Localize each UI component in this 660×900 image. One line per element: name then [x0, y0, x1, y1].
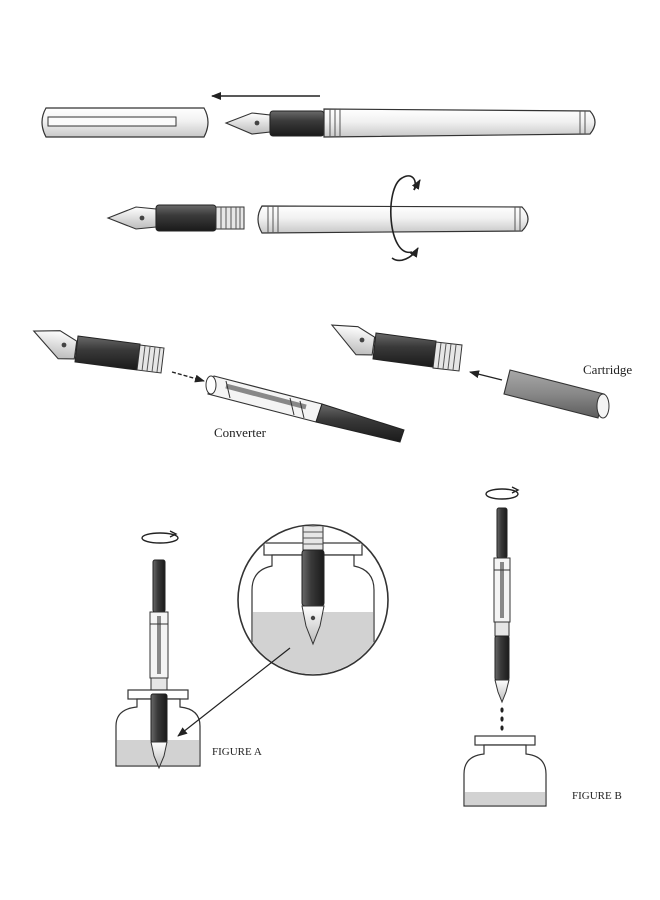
pen-nib: [301, 605, 325, 646]
pen-grip-section: [372, 332, 437, 368]
pen-grip-section: [269, 110, 325, 137]
rotation-arrow-icon: [485, 486, 520, 500]
thread-rings: [494, 621, 510, 637]
ink-drops: [500, 707, 504, 731]
thread-rings: [215, 206, 245, 230]
step-remove-cap: [41, 92, 596, 138]
converter-knob: [152, 559, 166, 613]
step-unscrew-barrel: [106, 175, 529, 262]
pen-grip-section: [155, 204, 217, 232]
pen-nib: [150, 741, 168, 770]
figure-a-fill-from-bottle: FIGURE A: [115, 524, 389, 770]
ink-level: [465, 792, 545, 805]
ink-converter: [205, 375, 405, 443]
insert-arrow: [171, 371, 205, 383]
pocket-clip: [47, 116, 177, 127]
pen-nib: [32, 330, 78, 360]
step-insert-converter: Converter: [32, 330, 405, 443]
ink-bottle: [463, 735, 547, 807]
converter-knob: [496, 507, 508, 559]
thread-rings: [136, 344, 165, 374]
rotation-arrow-icon: [390, 175, 421, 262]
converter-label: Converter: [214, 425, 267, 440]
figure-b-expel-ink: FIGURE B: [463, 486, 622, 807]
pen-grip-section: [150, 693, 168, 743]
pen-nib: [106, 206, 157, 230]
pen-cap: [41, 107, 209, 138]
figure-a-label: FIGURE A: [212, 746, 262, 758]
cartridge-label: Cartridge: [583, 362, 632, 377]
zoom-detail-circle: [237, 524, 389, 676]
thread-rings: [432, 341, 463, 372]
pen-nib: [494, 679, 510, 704]
step-insert-cartridge: Cartridge: [330, 324, 632, 419]
insert-arrow: [469, 370, 503, 381]
pen-barrel: [257, 205, 529, 234]
pen-nib: [224, 112, 271, 135]
pen-grip-section: [301, 549, 325, 607]
pen-barrel: [323, 108, 596, 138]
zoom-pointer-arrow: [177, 647, 291, 737]
figure-b-label: FIGURE B: [572, 790, 622, 802]
pen-nib: [330, 324, 376, 356]
ink-cartridge: [503, 369, 610, 419]
pen-grip-section: [74, 335, 141, 371]
pen-grip-section: [494, 635, 510, 681]
rotation-arrow-icon: [141, 530, 179, 544]
